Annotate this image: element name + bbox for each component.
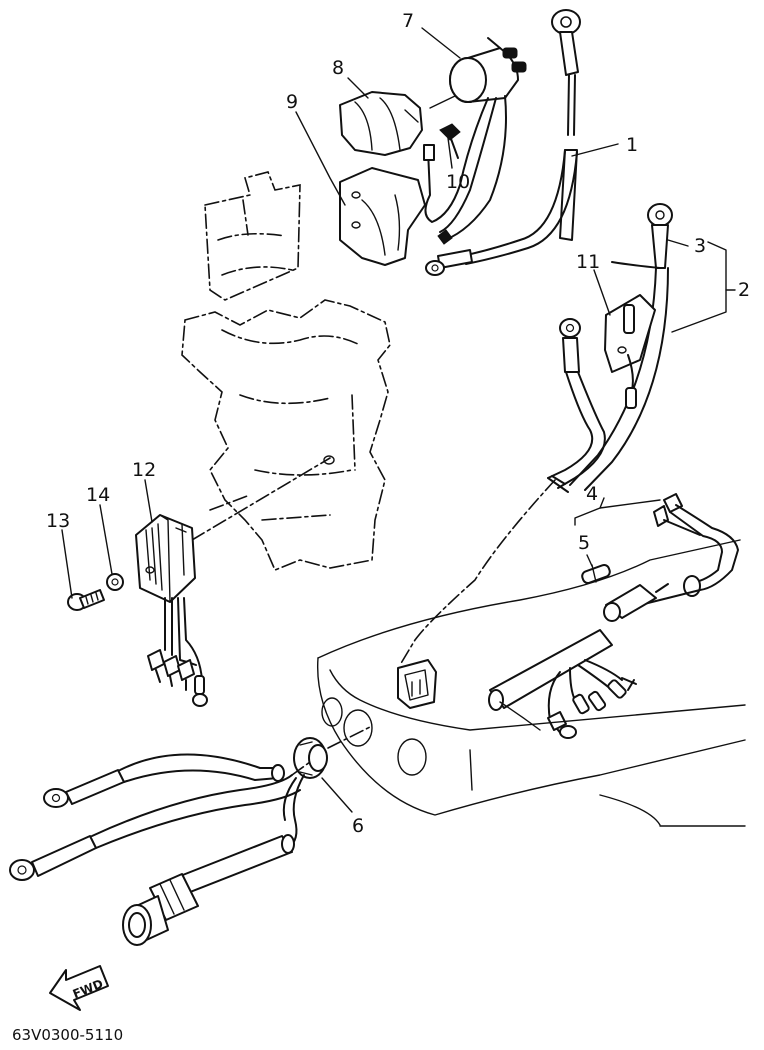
diagram-code: 63V0300-5110 xyxy=(12,1026,123,1044)
callout-4: 4 xyxy=(586,483,598,505)
part-2-cable xyxy=(547,318,606,493)
lower-cables xyxy=(9,753,311,946)
bottom-cowling xyxy=(316,539,746,827)
callout-3: 3 xyxy=(694,235,706,257)
callout-1: 1 xyxy=(626,134,638,156)
engine-block-outline xyxy=(181,299,391,572)
part-10-bolt xyxy=(439,123,461,159)
leader-lines xyxy=(61,27,736,813)
main-harness xyxy=(399,475,566,666)
part-9-bracket-plate xyxy=(339,167,426,266)
callout-14: 14 xyxy=(86,484,110,506)
part-5-fuse xyxy=(581,563,611,585)
bracket-outline xyxy=(204,171,301,301)
part-1-battery-cable xyxy=(425,9,581,276)
callout-7: 7 xyxy=(402,10,414,32)
part-6-grommet xyxy=(293,737,328,779)
part-8-holder xyxy=(339,91,423,156)
callout-11: 11 xyxy=(576,251,600,273)
harness-connectors xyxy=(488,629,637,739)
part-7-solenoid xyxy=(429,37,527,109)
callout-5: 5 xyxy=(578,532,590,554)
inline-fuse-holder xyxy=(603,583,669,622)
part-14-washer xyxy=(106,573,124,591)
forward-direction-arrow: FWD xyxy=(49,965,109,1011)
callout-10: 10 xyxy=(446,171,470,193)
guide-line-6 xyxy=(327,725,373,749)
callout-2: 2 xyxy=(738,279,750,301)
callout-6: 6 xyxy=(352,815,364,837)
part-12-regulator xyxy=(135,514,208,707)
callout-8: 8 xyxy=(332,57,344,79)
part-4-connector-lead xyxy=(639,493,739,606)
cowling-plug xyxy=(397,659,437,709)
callout-12: 12 xyxy=(132,459,156,481)
guide-line-12 xyxy=(191,457,331,541)
callout-numbers: 1 2 3 4 5 6 7 8 9 10 11 12 13 14 xyxy=(46,10,750,837)
part-13-screw xyxy=(67,589,105,611)
callout-13: 13 xyxy=(46,510,70,532)
part-11-fuse-holder xyxy=(604,294,656,409)
solenoid-wires xyxy=(423,95,507,245)
callout-9: 9 xyxy=(286,91,298,113)
